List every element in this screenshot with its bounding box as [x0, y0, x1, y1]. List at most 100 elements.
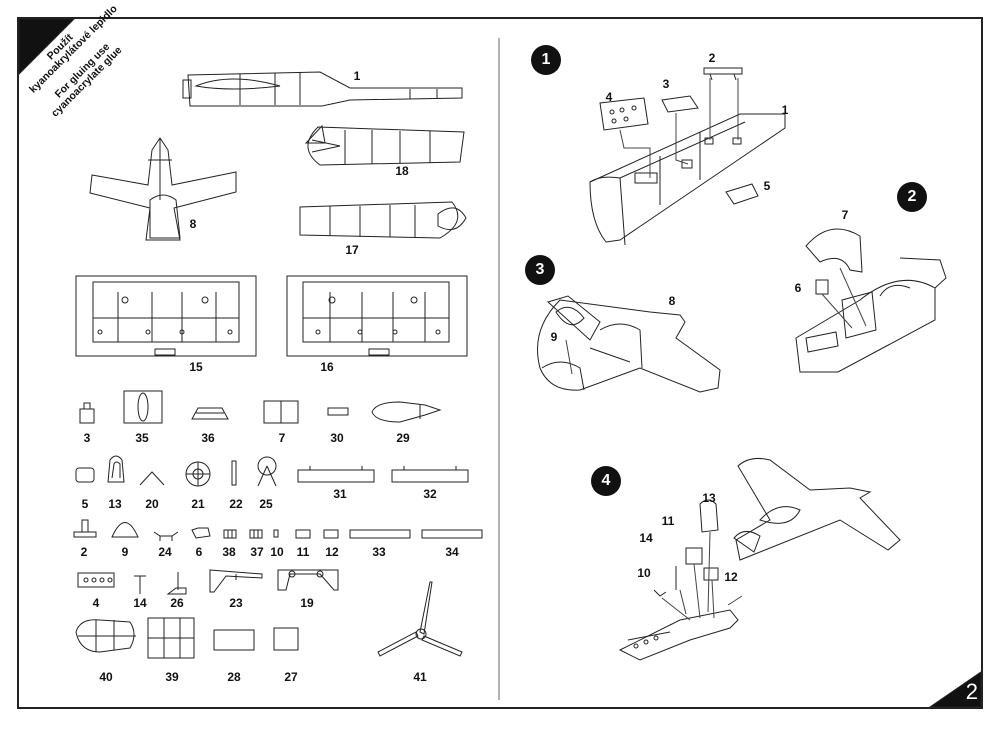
step-callout: 1	[781, 103, 789, 117]
step2-part-6	[815, 279, 829, 295]
part-label: 38	[222, 545, 236, 559]
part-1-fuselage-half	[182, 71, 463, 107]
part-label: 25	[259, 497, 273, 511]
part-37-grid	[249, 529, 263, 539]
part-label: 8	[189, 217, 197, 231]
step-2-badge: 2	[897, 182, 927, 212]
part-label: 40	[99, 670, 113, 684]
part-2-stand	[73, 519, 97, 538]
part-27-panel	[273, 627, 299, 651]
part-19-gear-frame	[277, 569, 339, 591]
part-34-strip	[421, 529, 483, 539]
part-26-stick	[166, 572, 187, 595]
part-label: 11	[296, 545, 310, 559]
part-label: 5	[81, 497, 89, 511]
step1-instrument-panel	[599, 97, 649, 131]
part-label: 12	[325, 545, 339, 559]
part-7-canopy-flat	[263, 400, 299, 424]
part-label: 24	[158, 545, 172, 559]
part-22-strut	[231, 460, 237, 486]
part-17-drop-tank	[299, 201, 467, 239]
part-label: 10	[270, 545, 284, 559]
step3-hood	[555, 306, 585, 326]
part-21-wheel	[185, 461, 211, 487]
step-callout: 13	[702, 491, 716, 505]
part-24-bracket	[153, 531, 179, 541]
part-label: 28	[227, 670, 241, 684]
part-28-panel	[213, 629, 255, 651]
part-41-propeller	[377, 581, 463, 657]
part-label: 14	[133, 596, 147, 610]
part-35-frame	[123, 390, 163, 424]
part-5-small	[75, 467, 95, 483]
part-9-hood	[111, 522, 139, 538]
part-40-canopy-frame	[75, 619, 136, 653]
part-13-seat	[107, 455, 125, 483]
part-10-pin	[273, 529, 279, 538]
part-label: 41	[413, 670, 427, 684]
part-label: 31	[333, 487, 347, 501]
part-label: 1	[353, 69, 361, 83]
part-label: 27	[284, 670, 298, 684]
part-3-small	[79, 402, 95, 424]
part-label: 26	[170, 596, 184, 610]
part-29-tank	[371, 401, 442, 423]
part-label: 19	[300, 596, 314, 610]
step-callout: 7	[841, 208, 849, 222]
part-label: 39	[165, 670, 179, 684]
part-label: 29	[396, 431, 410, 445]
part-label: 9	[121, 545, 129, 559]
part-6-small	[191, 527, 211, 539]
step-2-assembly	[795, 228, 947, 373]
part-label: 23	[229, 596, 243, 610]
part-8-airframe-top	[89, 137, 237, 241]
page-triangle	[928, 671, 982, 708]
step4-seat	[699, 499, 719, 533]
part-32-strip	[391, 466, 469, 483]
part-38-grid	[223, 529, 237, 539]
step-1-badge: 1	[531, 45, 561, 75]
part-label: 4	[92, 596, 100, 610]
part-label: 2	[80, 545, 88, 559]
part-label: 34	[445, 545, 459, 559]
part-label: 18	[395, 164, 409, 178]
step-callout: 9	[550, 330, 558, 344]
step-callout: 8	[668, 294, 676, 308]
part-11-block	[295, 529, 311, 539]
part-31-strip	[297, 466, 375, 483]
step-4-badge: 4	[591, 466, 621, 496]
part-4-instrument-panel	[77, 572, 115, 588]
part-20-chevron	[139, 471, 165, 486]
part-label: 15	[189, 360, 203, 374]
step-callout: 4	[605, 90, 613, 104]
part-14-lever	[134, 575, 146, 594]
part-label: 21	[191, 497, 205, 511]
sheet-border	[17, 17, 983, 709]
part-label: 22	[229, 497, 243, 511]
step-3-assembly	[537, 295, 721, 393]
step-callout: 2	[708, 51, 716, 65]
step-3-badge: 3	[525, 255, 555, 285]
step2-canopy	[805, 228, 863, 273]
step-4-assembly	[618, 458, 901, 661]
step-callout: 10	[637, 566, 651, 580]
part-label: 33	[372, 545, 386, 559]
part-36-plate	[191, 407, 229, 420]
part-label: 20	[145, 497, 159, 511]
corner-triangle	[18, 18, 76, 76]
part-18-drop-tank	[304, 124, 465, 166]
part-15-panel	[75, 275, 257, 357]
part-label: 6	[195, 545, 203, 559]
part-label: 3	[83, 431, 91, 445]
step-callout: 12	[724, 570, 738, 584]
step-callout: 3	[662, 77, 670, 91]
part-33-strip	[349, 529, 411, 539]
part-label: 36	[201, 431, 215, 445]
part-label: 35	[135, 431, 149, 445]
part-label: 30	[330, 431, 344, 445]
part-30-strip	[327, 407, 349, 416]
step-callout: 6	[794, 281, 802, 295]
step-callout: 5	[763, 179, 771, 193]
part-label: 17	[345, 243, 359, 257]
